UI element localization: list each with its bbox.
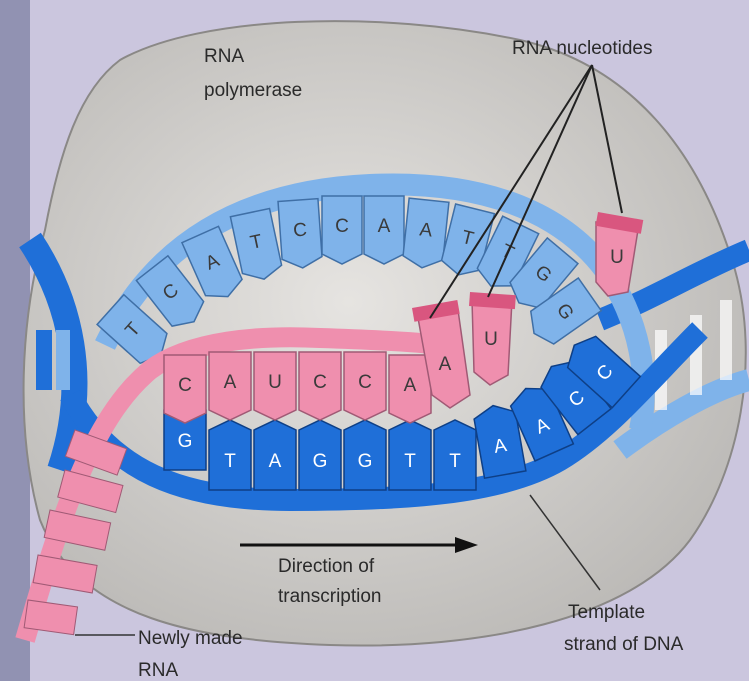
template-base-3-letter: G (313, 451, 328, 472)
template-label-line1: Template (568, 602, 645, 623)
polymerase-label-line1: RNA (204, 46, 244, 67)
newly-made-label-line2: RNA (138, 660, 178, 681)
coding-base-5: C (322, 196, 362, 264)
rna-base-1-letter: A (224, 372, 237, 393)
template-base-4-letter: G (358, 451, 373, 472)
rna-base-5: A (389, 355, 431, 423)
template-base-3: G (299, 420, 341, 490)
free-nucleotide-a-label: A (439, 354, 452, 375)
template-base-1-letter: T (224, 451, 236, 472)
rna-base-3: C (299, 352, 341, 420)
template-base-4: G (344, 420, 386, 490)
polymerase-label-line2: polymerase (204, 80, 302, 101)
nucleotides-label: RNA nucleotides (512, 38, 652, 59)
coding-base-6: A (364, 196, 404, 264)
template-base-6-letter: T (449, 451, 461, 472)
rna-base-4-letter: C (358, 372, 372, 393)
template-label-line2: strand of DNA (564, 634, 684, 655)
rna-base-1: A (209, 352, 251, 420)
rna-base-0-letter: C (178, 375, 192, 396)
coding-base-6-letter: A (378, 216, 391, 237)
rna-base-0: C (164, 355, 206, 423)
template-base-2-letter: A (269, 451, 282, 472)
template-base-5-letter: T (404, 451, 416, 472)
coding-base-7-letter: A (418, 219, 433, 241)
newly-made-label-line1: Newly made (138, 628, 243, 649)
free-nucleotide-u1-label: U (484, 329, 498, 350)
template-base-5: T (389, 420, 431, 490)
coding-base-4: C (278, 199, 323, 270)
template-base-6: T (434, 420, 476, 490)
direction-label-line1: Direction of (278, 556, 375, 577)
template-base-0-letter: G (178, 431, 193, 452)
coding-base-4-letter: C (293, 220, 308, 242)
rna-base-3-letter: C (313, 372, 327, 393)
rna-base-4: C (344, 352, 386, 420)
rna-base-2-letter: U (268, 372, 282, 393)
template-base-1: T (209, 420, 251, 490)
template-base-2: A (254, 420, 296, 490)
free-nucleotide-u1: U (469, 292, 516, 385)
coding-base-5-letter: C (335, 216, 349, 237)
rna-base-5-letter: A (404, 375, 417, 396)
rna-base-2: U (254, 352, 296, 420)
free-nucleotide-u2-label: U (610, 247, 624, 268)
direction-label-line2: transcription (278, 586, 382, 607)
